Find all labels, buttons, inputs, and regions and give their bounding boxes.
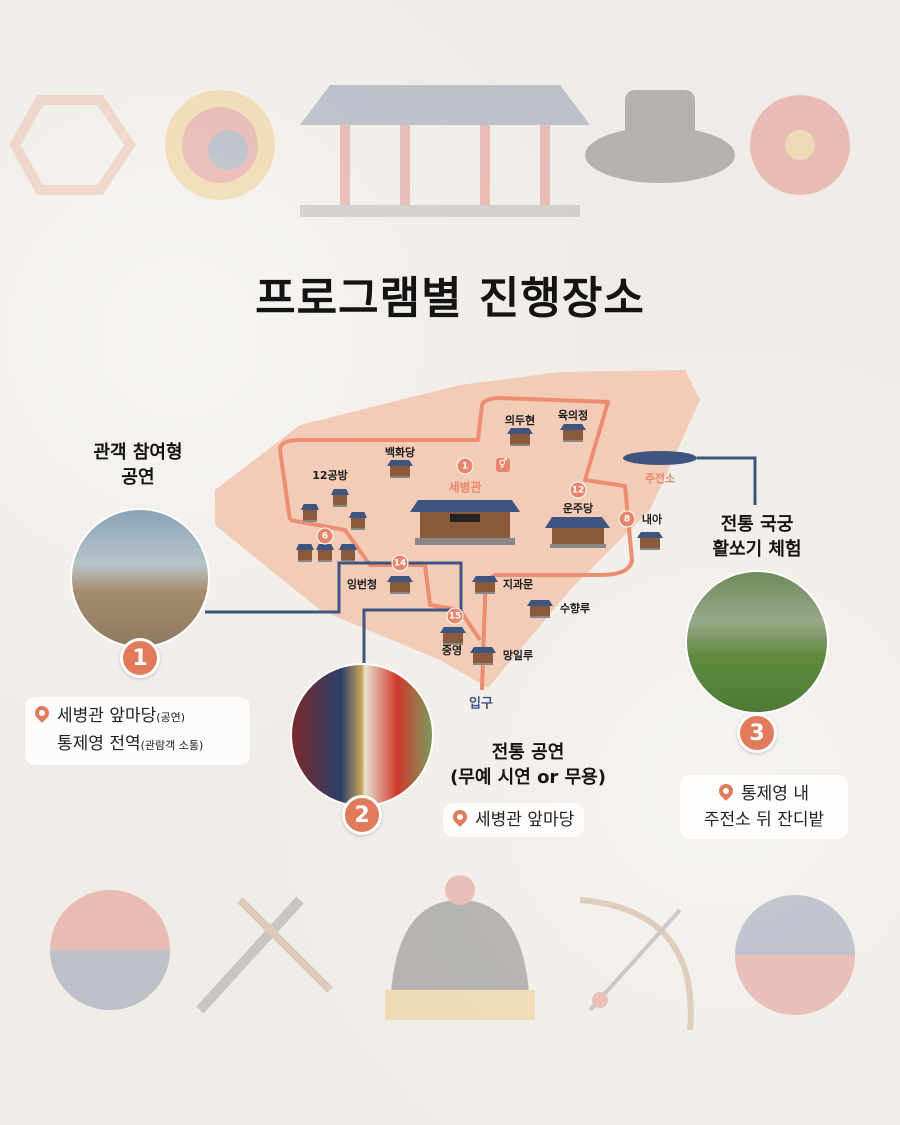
map-badge-8: 8	[618, 510, 636, 528]
jujeonso-pond	[623, 451, 697, 465]
program-2-location: 세병관 앞마당	[443, 803, 585, 837]
flower-icon	[750, 95, 850, 195]
program-1-badge: 1	[120, 638, 160, 678]
location-pin-icon	[716, 781, 736, 801]
ingbeoncheong-building-icon	[387, 576, 413, 594]
label-uiduhyeon: 의두현	[504, 414, 536, 427]
map-badge-1: 1	[456, 457, 474, 475]
program-2-photo	[290, 663, 434, 807]
program-1-location: 세병관 앞마당(공연) 통제영 전역(관람객 소통)	[25, 697, 250, 765]
label-ingbeoncheong: 잉번청	[346, 578, 378, 591]
program-3-location: 통제영 내 주전소 뒤 잔디밭	[680, 775, 848, 839]
label-mangilru: 망일루	[502, 649, 534, 662]
axe-icon	[196, 896, 333, 1014]
gongbang-building-icon	[331, 489, 349, 507]
knot-icon	[9, 95, 137, 195]
suhyangru-building-icon	[527, 600, 553, 618]
gongbang-building-icon	[316, 544, 334, 562]
mangilru-building-icon	[470, 647, 496, 665]
gongbang-building-icon	[301, 504, 319, 522]
helmet-icon	[385, 875, 535, 1020]
label-entrance: 입구	[469, 696, 493, 712]
gat-hat-icon	[585, 90, 735, 183]
yukuijeong-building-icon	[560, 424, 586, 442]
taegeuk-icon	[165, 90, 275, 200]
pavilion-icon	[300, 85, 590, 217]
program-3-photo	[685, 570, 829, 714]
program-2-badge: 2	[342, 795, 382, 835]
label-unjudang: 운주당	[562, 502, 594, 515]
location-pin-icon	[450, 807, 470, 827]
label-jujeonso: 주전소	[644, 472, 676, 485]
unjudang-building-icon	[545, 517, 610, 548]
program-3-badge: 3	[737, 713, 777, 753]
connector-line-1	[205, 561, 463, 668]
taegeuk-icon-2	[735, 895, 855, 1015]
connector-line-3	[697, 456, 757, 505]
decorative-bottom-icons	[50, 875, 855, 1031]
jungyeong-building-icon	[440, 627, 466, 645]
gongbang-building-icon	[339, 544, 357, 562]
label-yukuijeong: 육의정	[557, 409, 589, 422]
gongbang-building-icon	[349, 512, 367, 530]
label-baekhwadang: 백화당	[384, 446, 416, 459]
taegeuk-fan-icon	[50, 890, 170, 1010]
location-pin-icon	[32, 703, 52, 723]
page-title: 프로그램별 진행장소	[255, 273, 645, 324]
map-badge-6: 6	[316, 527, 334, 545]
label-gongbang: 12공방	[312, 469, 348, 482]
map-badge-15: 15	[446, 607, 464, 625]
naea-building-icon	[637, 532, 663, 550]
label-suhyangru: 수향루	[559, 602, 591, 615]
decorative-top-icons	[9, 85, 850, 217]
uiduhyeon-building-icon	[507, 428, 533, 446]
bow-arrow-icon	[579, 897, 694, 1031]
jigwamun-building-icon	[472, 576, 498, 594]
baekhwadang-building-icon	[387, 460, 413, 478]
restroom-icon: ⚥	[496, 458, 510, 472]
label-jungyeong: 중영	[441, 644, 463, 657]
label-jigwamun: 지과문	[502, 578, 534, 591]
map-badge-12: 12	[569, 481, 587, 499]
program-2-title: 전통 공연(무예 시연 or 무용)	[450, 742, 606, 788]
label-sebyeonggwan: 세병관	[448, 480, 482, 495]
program-1-photo	[70, 508, 210, 648]
sebyeonggwan-building-icon	[410, 500, 520, 545]
gongbang-building-icon	[296, 544, 314, 562]
label-naea: 내아	[641, 513, 663, 526]
map-badge-14: 14	[391, 554, 409, 572]
